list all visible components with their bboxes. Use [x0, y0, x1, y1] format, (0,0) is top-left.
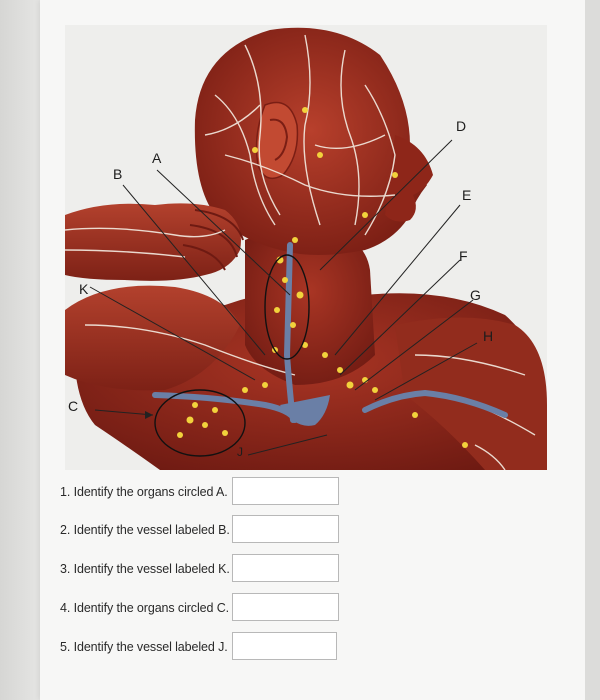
label-k: K: [79, 281, 89, 297]
leader-g: [354, 299, 474, 391]
question-2: 2. Identify the vessel labeled B.: [60, 523, 230, 537]
question-5: 5. Identify the vessel labeled J.: [60, 640, 228, 654]
question-4: 4. Identify the organs circled C.: [60, 601, 230, 615]
leader-a: [156, 169, 291, 296]
label-c: C: [68, 398, 79, 414]
leader-f: [339, 259, 461, 376]
label-b: B: [113, 166, 123, 182]
leader-k: [89, 286, 256, 381]
circle-c: [154, 389, 246, 457]
label-e: E: [462, 187, 472, 203]
question-1: 1. Identify the organs circled A.: [60, 485, 228, 499]
answer-input-5[interactable]: [232, 632, 337, 660]
leader-j: [247, 434, 328, 456]
answer-input-2[interactable]: [232, 515, 339, 543]
label-d: D: [456, 118, 467, 134]
background-left: [0, 0, 42, 700]
label-f: F: [459, 248, 468, 264]
circle-a: [264, 254, 310, 360]
leader-c: [94, 409, 154, 416]
answer-input-4[interactable]: [232, 593, 339, 621]
answer-input-1[interactable]: [232, 477, 339, 505]
label-h: H: [483, 328, 494, 344]
question-3: 3. Identify the vessel labeled K.: [60, 562, 230, 576]
leader-h: [374, 342, 478, 401]
lymphatic-model-illustration: [65, 25, 547, 470]
anatomy-figure: A B K C D E F G H J: [65, 25, 547, 470]
background-right: [585, 0, 600, 700]
leader-d: [319, 139, 453, 271]
label-g: G: [470, 287, 481, 303]
leader-b: [122, 184, 266, 356]
label-a: A: [152, 150, 162, 166]
label-j: J: [237, 445, 243, 459]
leader-e: [334, 204, 461, 356]
answer-input-3[interactable]: [232, 554, 339, 582]
